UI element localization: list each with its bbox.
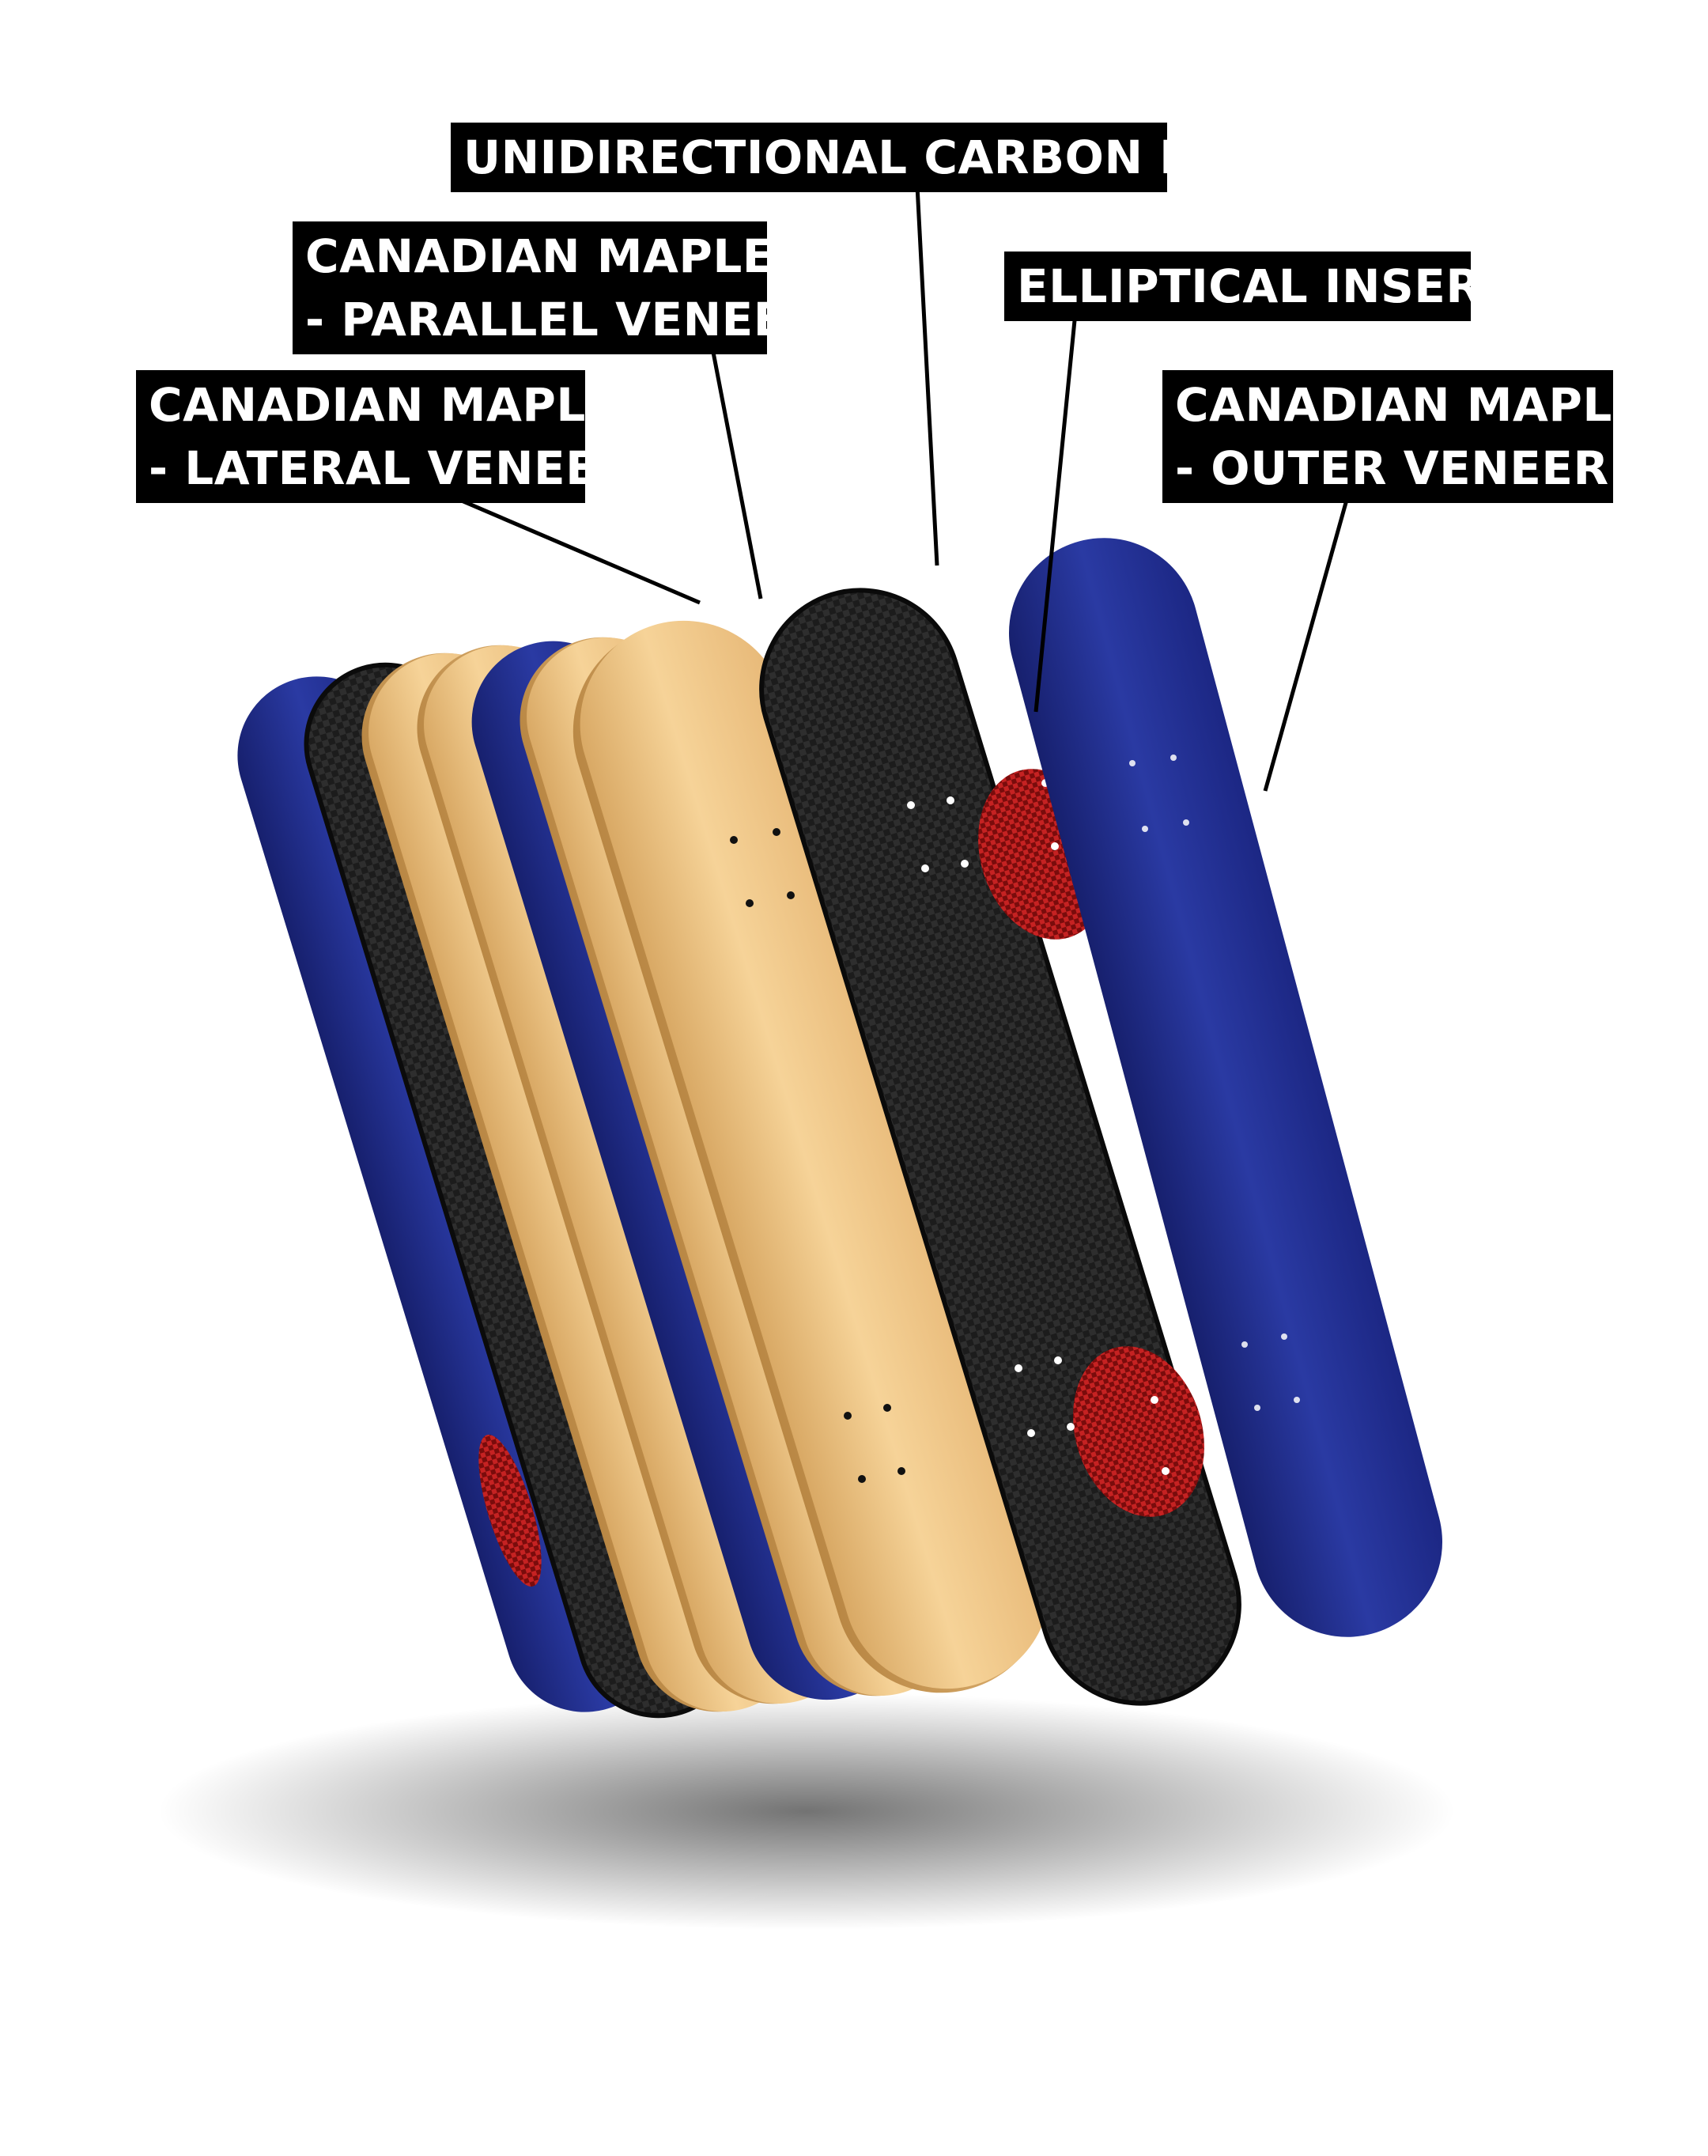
label-carbon-fiber-text: UNIDIRECTIONAL CARBON FIBER: [463, 130, 1312, 184]
label-carbon-fiber: UNIDIRECTIONAL CARBON FIBER: [451, 123, 1312, 192]
leader-parallel: [709, 343, 763, 600]
maple-truck-holes: [730, 828, 905, 1483]
insert-bottom: [1073, 1346, 1204, 1517]
leader-inserts: [1033, 312, 1078, 713]
leader-outer: [1263, 494, 1351, 792]
label-inserts-text: ELLIPTICAL INSERTS: [1017, 259, 1545, 313]
back-insert-bottom: [478, 1435, 542, 1587]
label-elliptical-inserts: ELLIPTICAL INSERTS: [1004, 252, 1545, 321]
leader-lines: [446, 185, 1351, 792]
outer-truck-holes: [1129, 755, 1300, 1411]
label-parallel-line1: CANADIAN MAPLE: [305, 229, 774, 283]
label-lateral-veneer: CANADIAN MAPLE - LATERAL VENEER: [136, 370, 633, 503]
ground-shadow: [158, 1693, 1455, 1930]
leader-carbon-fiber: [915, 185, 939, 566]
label-outer-line2: - OUTER VENEER: [1175, 441, 1609, 495]
layer-outer-veneer: [1009, 538, 1442, 1637]
label-outer-line1: CANADIAN MAPLE: [1175, 378, 1644, 432]
leader-lateral: [446, 492, 701, 605]
layer-parallel-veneer: [580, 620, 1051, 1689]
label-lateral-line2: - LATERAL VENEER: [149, 441, 633, 495]
label-parallel-line2: - PARALLEL VENEER: [305, 293, 822, 346]
label-outer-veneer: CANADIAN MAPLE - OUTER VENEER: [1162, 370, 1644, 503]
label-lateral-line1: CANADIAN MAPLE: [149, 378, 618, 432]
label-parallel-veneer: CANADIAN MAPLE - PARALLEL VENEER: [293, 221, 822, 354]
